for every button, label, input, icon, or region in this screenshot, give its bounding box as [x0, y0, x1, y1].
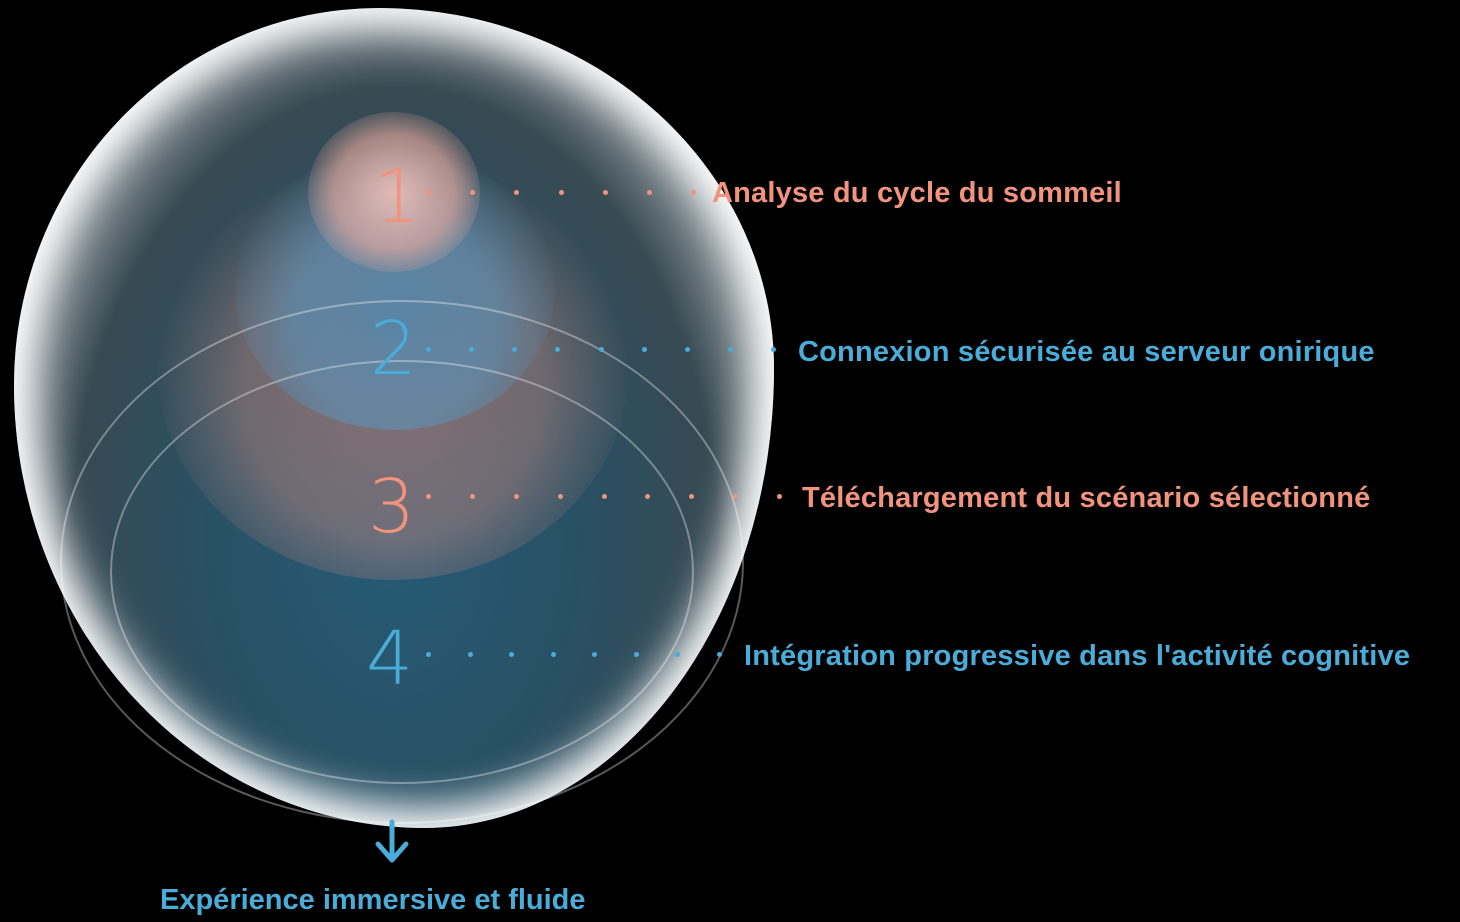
connector-dot [771, 347, 776, 352]
connector-dot [513, 494, 519, 499]
step-4-number: 4 [366, 616, 414, 702]
connector-dot [469, 494, 475, 499]
step-4-label: Intégration progressive dans l'activité … [744, 640, 1411, 672]
connector-dot [426, 190, 431, 195]
step-2-number: 2 [370, 306, 418, 392]
connector-dot [558, 190, 564, 195]
outcome-label: Expérience immersive et fluide [160, 884, 586, 916]
step-1-number: 1 [374, 154, 422, 240]
connector-dot [469, 347, 475, 352]
connector-dot [733, 494, 739, 499]
step-4-connector [426, 652, 722, 658]
connector-dot [592, 652, 598, 657]
cloud-ring [110, 360, 694, 784]
connector-dot [646, 190, 652, 195]
arrow-down-icon [375, 819, 409, 863]
connector-dot [512, 347, 518, 352]
connector-dot [598, 347, 604, 352]
connector-dot [426, 494, 431, 499]
connector-dot [717, 652, 722, 657]
connector-dot [426, 347, 431, 352]
coral-halo-step-1 [308, 112, 480, 272]
connector-dot [777, 494, 782, 499]
connector-dot [470, 190, 476, 195]
step-3-number: 3 [368, 464, 416, 550]
step-2-label: Connexion sécurisée au serveur onirique [798, 336, 1375, 368]
connector-dot [727, 347, 733, 352]
connector-dot [550, 652, 556, 657]
connector-dot [426, 652, 431, 657]
cloud-ring [60, 300, 744, 824]
step-3-label: Téléchargement du scénario sélectionné [802, 482, 1371, 514]
connector-dot [509, 652, 515, 657]
connector-dot [641, 347, 647, 352]
connector-dot [684, 347, 690, 352]
connector-dot [675, 652, 681, 657]
step-2-connector [426, 347, 776, 353]
connector-dot [601, 494, 607, 499]
connector-dot [514, 190, 520, 195]
connector-dot [691, 190, 696, 195]
step-3-connector [426, 494, 782, 500]
connector-dot [602, 190, 608, 195]
step-1-label: Analyse du cycle du sommeil [712, 177, 1122, 209]
step-1-connector [426, 190, 696, 196]
connector-dot [633, 652, 639, 657]
connector-dot [689, 494, 695, 499]
connector-dot [557, 494, 563, 499]
connector-dot [555, 347, 561, 352]
connector-dot [467, 652, 473, 657]
connector-dot [645, 494, 651, 499]
